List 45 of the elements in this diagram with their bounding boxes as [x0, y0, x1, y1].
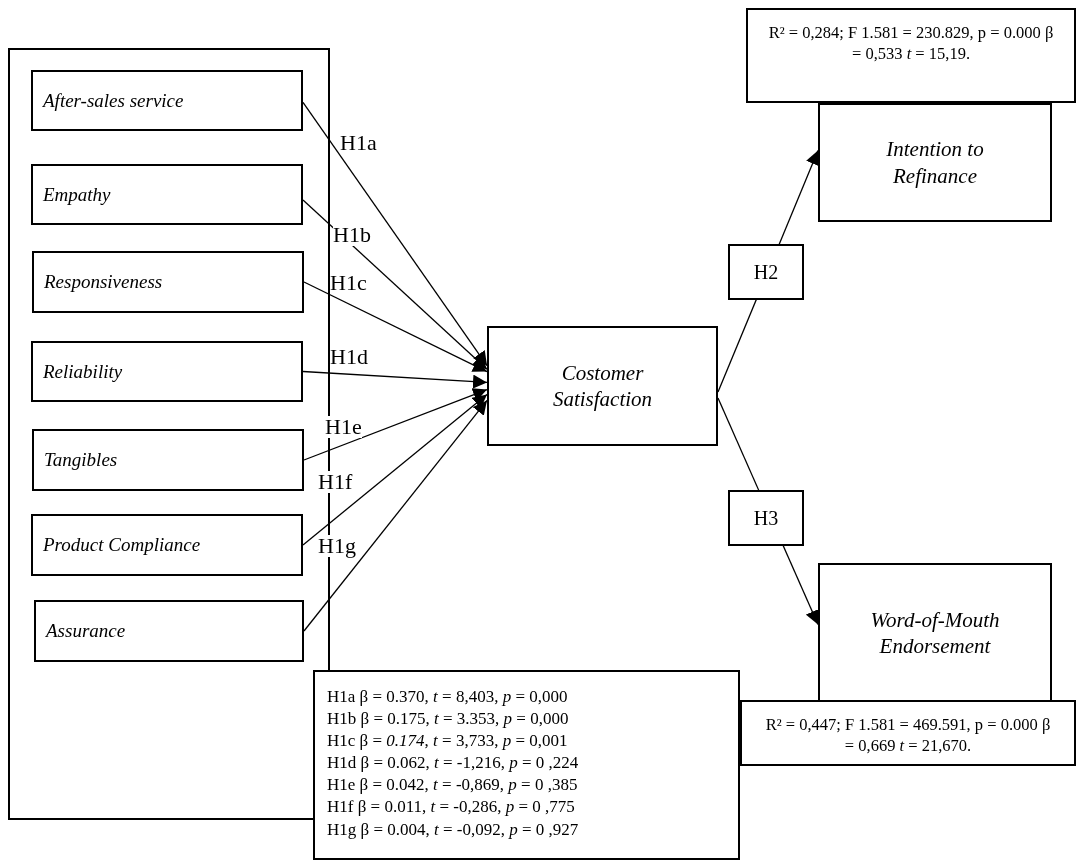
construct-label: Reliability [43, 360, 123, 383]
statistics-box [313, 670, 740, 860]
construct-box [32, 429, 304, 491]
statistics-text: H1f β = 0.011, t = -0,286, p = 0 ,775 [327, 796, 575, 819]
statistics-text: R² = 0,284; F 1.581 = 230.829, p = 0.000 β = 0,533 t = 15,19. [768, 22, 1054, 65]
construct-box [487, 326, 718, 446]
arrow [302, 393, 488, 546]
statistics-text: H1b β = 0.175, t = 3.353, p = 0,000 [327, 708, 569, 731]
arrow [302, 199, 488, 370]
construct-label: Costomer Satisfaction [551, 359, 654, 413]
construct-box [818, 563, 1052, 703]
statistics-text: H1d β = 0.062, t = -1,216, p = 0 ,224 [327, 752, 579, 775]
construct-label: Empathy [43, 183, 111, 206]
statistics-text: R² = 0,447; F 1.581 = 469.591, p = 0.000 β = 0,669 t = 21,670. [765, 714, 1051, 757]
edge-label: H1f [318, 471, 353, 493]
arrow [303, 281, 488, 373]
statistics-text: H1a β = 0.370, t = 8,403, p = 0,000 [327, 686, 568, 708]
statistics-text: H1c β = 0.174, t = 3,733, p = 0,001 [327, 730, 568, 753]
edge-label: H1g [318, 535, 356, 557]
edge-label: H2 [728, 244, 804, 300]
statistics-text: H1g β = 0.004, t = -0,092, p = 0 ,927 [327, 818, 579, 841]
construct-box [31, 341, 303, 402]
arrow [302, 101, 488, 367]
construct-box [34, 600, 304, 662]
statistics-box [746, 8, 1076, 103]
arrow [302, 370, 488, 389]
construct-label: Responsiveness [44, 271, 163, 293]
construct-label: Word-of-Mouth Endorsement [869, 606, 1001, 660]
statistics-text: H1e β = 0.042, t = -0,869, p = 0 ,385 [327, 774, 578, 797]
construct-label: Assurance [46, 620, 126, 642]
construct-label: After-sales service [43, 89, 184, 112]
construct-label: Product Compliance [43, 534, 201, 556]
construct-label: Tangibles [44, 449, 118, 471]
construct-label: Intention to Refinance [885, 136, 985, 189]
construct-box [31, 164, 303, 225]
arrow [303, 388, 488, 461]
arrow [303, 399, 488, 632]
construct-box [31, 70, 303, 131]
construct-box [32, 251, 304, 313]
statistics-box [740, 700, 1076, 766]
construct-box [818, 103, 1052, 222]
edge-label: H3 [728, 490, 804, 546]
construct-box [31, 514, 303, 576]
edge-label: H1b [333, 224, 371, 246]
edge-label: H1e [325, 416, 362, 438]
